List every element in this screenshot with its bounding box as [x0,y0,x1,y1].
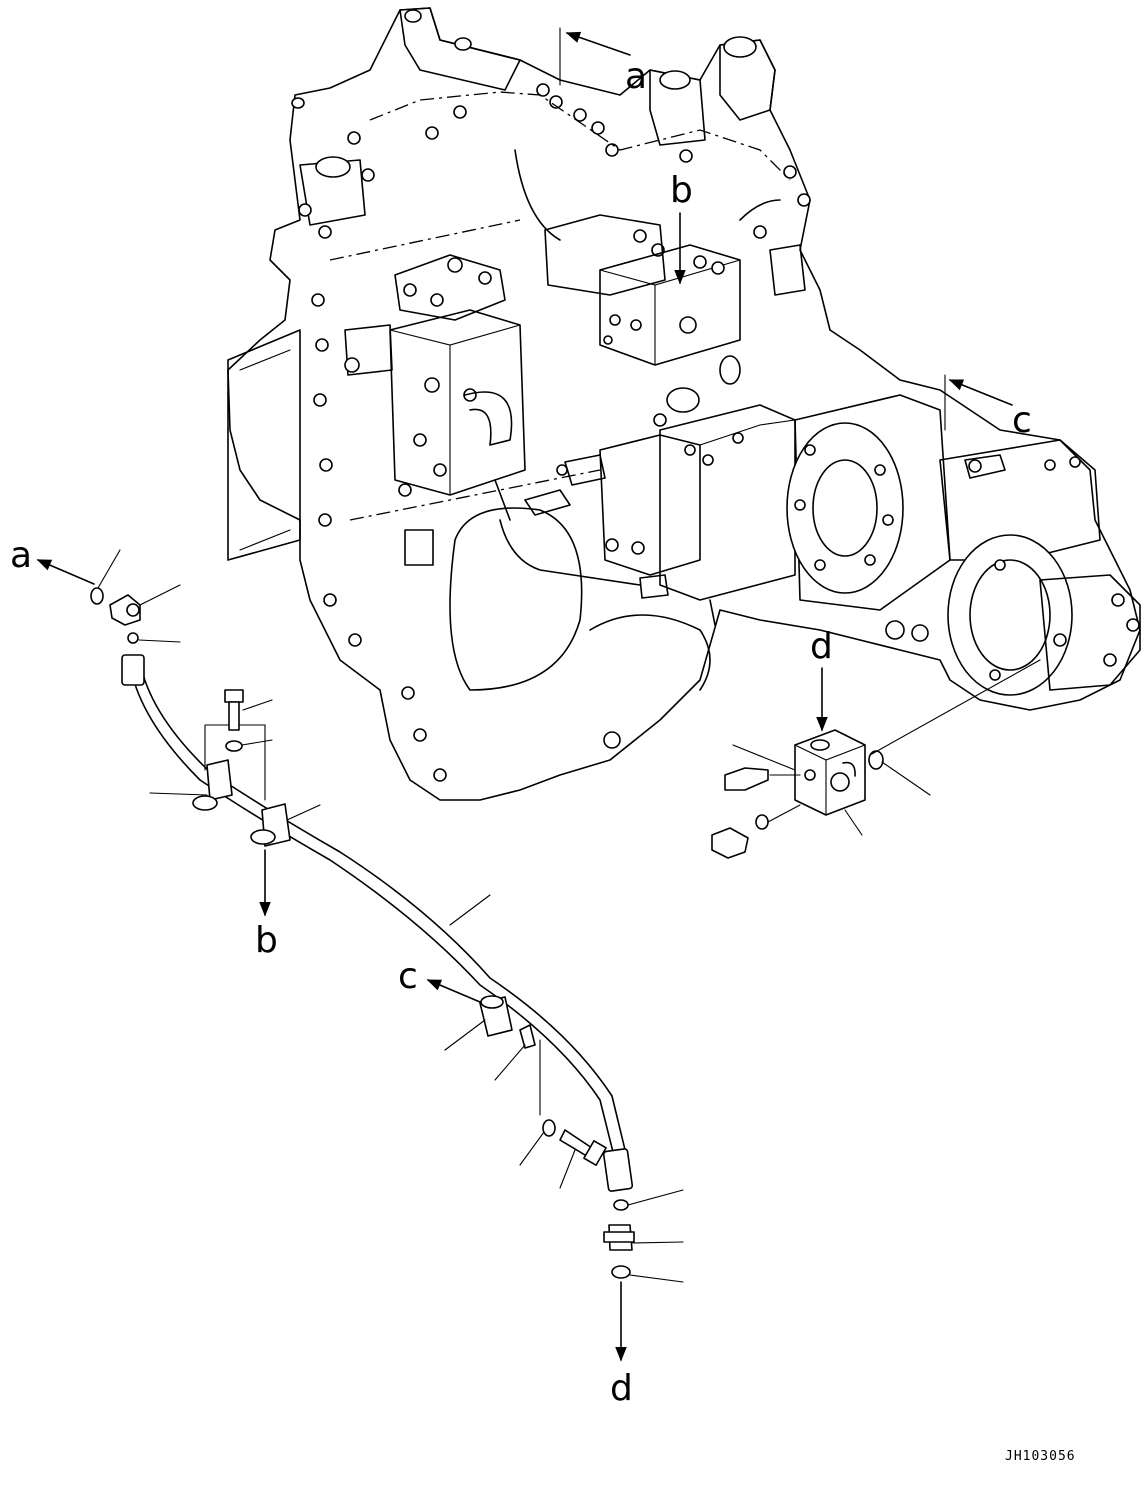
housing-bolts [298,83,811,782]
callout-label-c-left: c [398,956,418,997]
clamp-b-1 [206,759,233,801]
callout-label-d-top: d [810,626,833,667]
elbow-fitting [109,594,141,626]
o-ring-a [90,587,104,605]
adapter-block-d [794,729,866,816]
callout-labels: a b c a d b c d JH103056 [10,56,1076,1464]
callout-label-a-left: a [10,535,32,576]
callout-label-b-top: b [670,170,693,211]
bolt-d [724,767,769,791]
hose-assembly [121,654,634,1192]
fitting-d [711,827,749,859]
callout-label-d-bottom: d [610,1368,633,1409]
transmission-assembly [227,7,1141,801]
callout-label-b-left: b [255,920,278,961]
callout-label-a-top: a [625,56,647,97]
exploded-parts [90,587,884,1279]
callout-arrows [36,27,1013,1362]
drawing-id: JH103056 [1005,1449,1076,1464]
callout-label-c-top: c [1012,400,1032,441]
leader-lines [97,549,1041,1283]
